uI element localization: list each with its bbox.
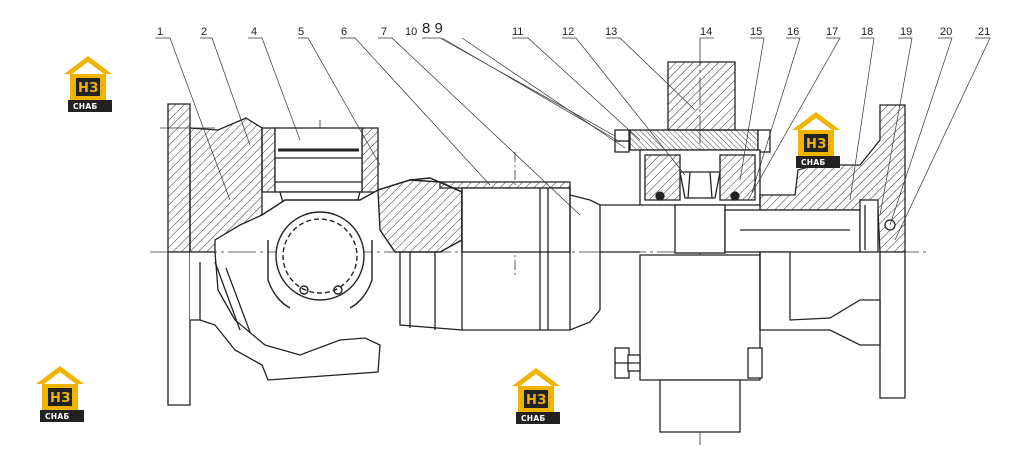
- callout-15: 15: [750, 26, 762, 38]
- watermark-logo: НЗ СНАБ: [512, 368, 560, 424]
- callout-20: 20: [940, 26, 952, 38]
- cross-journal: [261, 177, 463, 309]
- right-flange: [724, 104, 906, 399]
- callout-21: 21: [978, 26, 990, 38]
- callout-16: 16: [787, 26, 799, 38]
- callout-17: 17: [826, 26, 838, 38]
- callout-2: 2: [201, 26, 207, 38]
- callout-5: 5: [298, 26, 304, 38]
- shaft-tube: [399, 181, 640, 331]
- callout-1: 1: [157, 26, 163, 38]
- watermark-logo: НЗ СНАБ: [64, 56, 112, 112]
- bearing-cap: [261, 127, 379, 211]
- callout-6: 6: [341, 26, 347, 38]
- watermark-letters: НЗ: [526, 393, 547, 408]
- left-flange: [167, 103, 381, 406]
- watermark-logo: НЗ СНАБ: [36, 366, 84, 422]
- callout-18: 18: [861, 26, 873, 38]
- callout-13: 13: [605, 26, 617, 38]
- callout-10: 10: [405, 26, 417, 38]
- callout-11: 11: [512, 26, 523, 38]
- watermark-caption: СНАБ: [45, 412, 70, 421]
- watermark-caption: СНАБ: [521, 414, 546, 423]
- callout-12: 12: [562, 26, 574, 38]
- callout-4: 4: [251, 26, 257, 38]
- center-bearing: [614, 61, 771, 433]
- watermark-letters: НЗ: [806, 137, 827, 152]
- callout-7: 7: [381, 26, 387, 38]
- callout-labels: 1 2 4 5 6 7 10 8 9 11 12 13 14 15 16 17 …: [157, 20, 990, 38]
- watermark-caption: СНАБ: [73, 102, 98, 111]
- leader-lines: [155, 37, 991, 241]
- watermark-letters: НЗ: [50, 391, 71, 406]
- callout-19: 19: [900, 26, 912, 38]
- watermark-logo: НЗ СНАБ: [792, 112, 840, 168]
- watermark-letters: НЗ: [78, 81, 99, 96]
- watermark-caption: СНАБ: [801, 158, 826, 167]
- callout-8-9: 8 9: [422, 20, 443, 37]
- callout-14: 14: [700, 26, 712, 38]
